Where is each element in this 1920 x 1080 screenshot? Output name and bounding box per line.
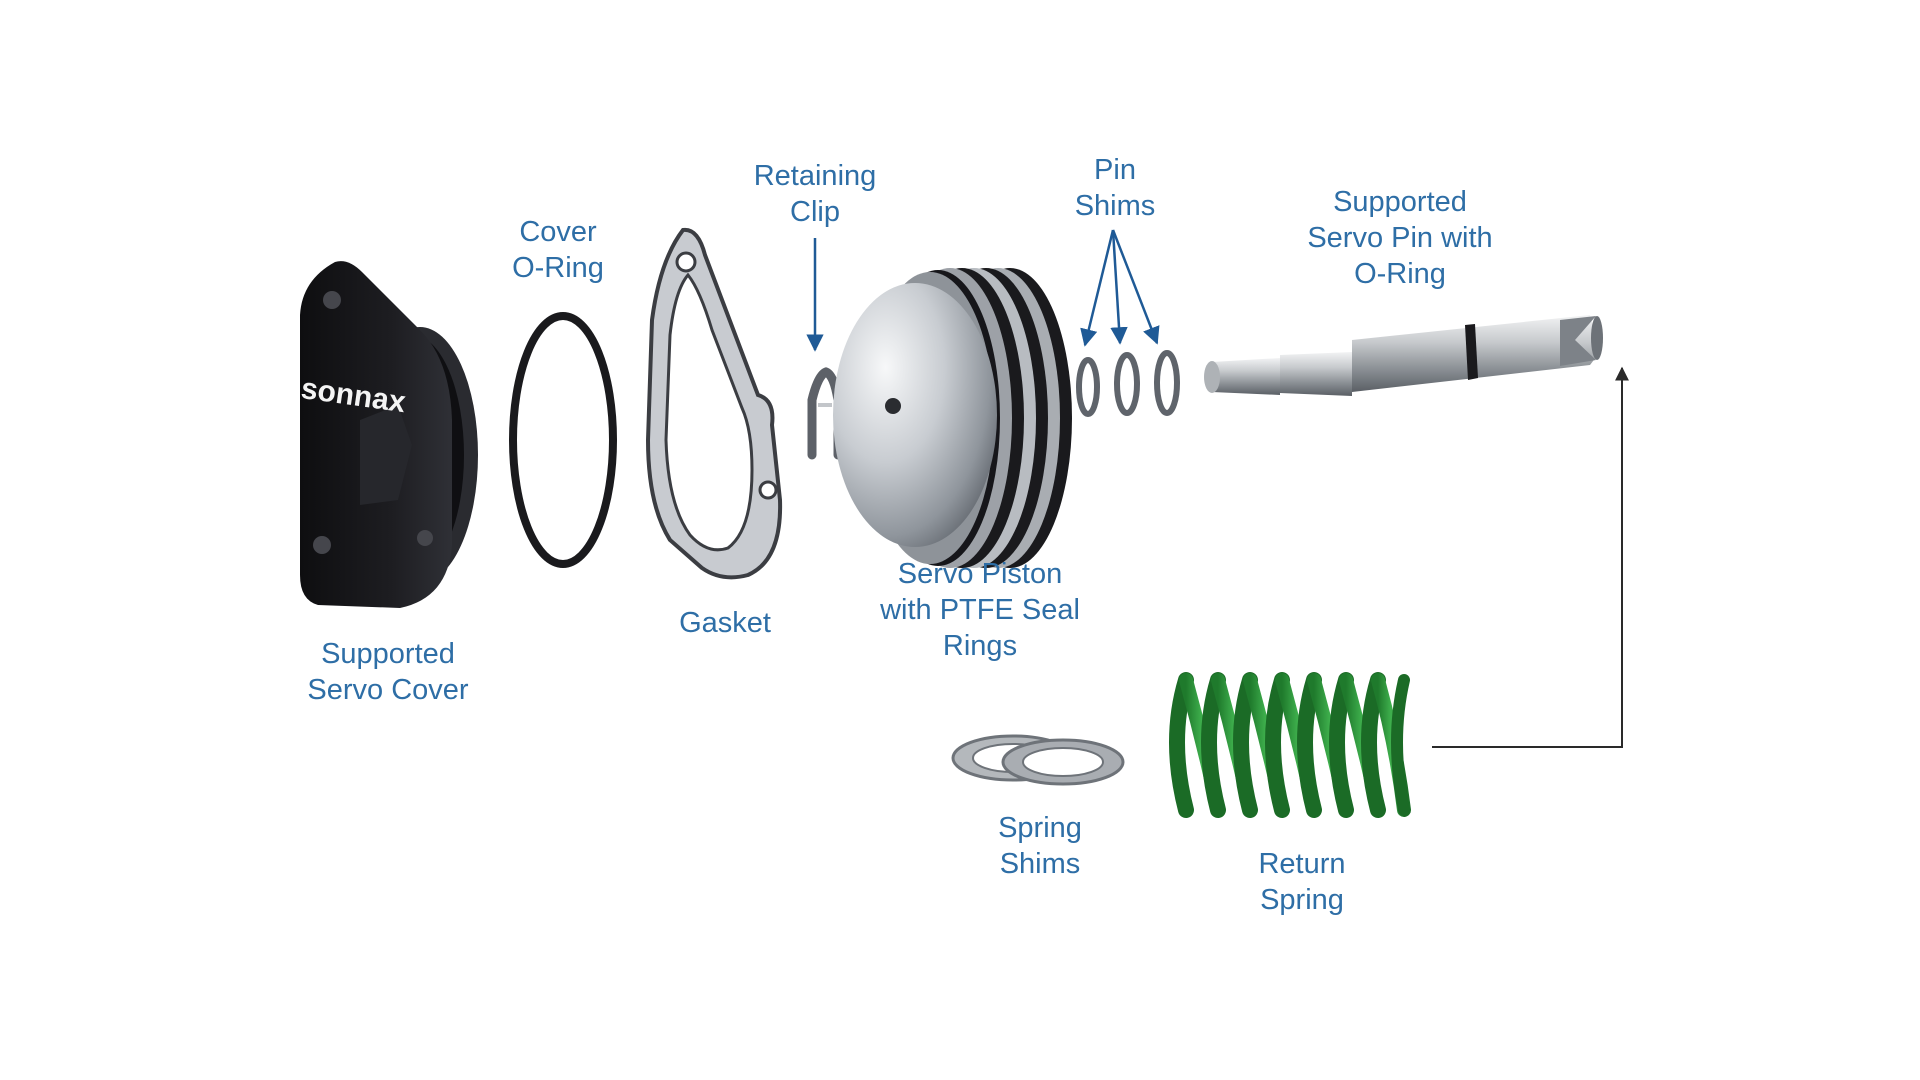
- return-spring-arrow: [1432, 366, 1629, 748]
- label-retaining-clip: Retaining Clip: [753, 160, 877, 228]
- label-pin-shims: Pin Shims: [1074, 154, 1156, 222]
- label-supported-servo-pin: Supported Servo Pin with O-Ring: [1307, 186, 1493, 290]
- servo-pin-part: [1204, 315, 1603, 396]
- spring-shims-part: [951, 734, 1125, 786]
- label-return-spring: Return Spring: [1258, 848, 1346, 916]
- pin-shim-arrow-3: [1111, 229, 1160, 345]
- label-spring-shims: Spring Shims: [998, 812, 1082, 880]
- label-supported-servo-cover: Supported Servo Cover: [307, 638, 469, 706]
- cover-oring-part: [509, 312, 617, 568]
- label-gasket: Gasket: [679, 607, 771, 639]
- pin-shims-part: [1076, 350, 1180, 417]
- label-cover-oring: Cover O-Ring: [512, 216, 604, 284]
- pin-shim-arrow-2: [1110, 229, 1128, 345]
- label-servo-piston: Servo Piston with PTFE Seal Rings: [880, 558, 1080, 662]
- servo-piston-part: [833, 268, 1072, 568]
- return-spring-part: [1169, 672, 1411, 818]
- servo-cover-part: sonnax: [299, 261, 478, 608]
- pin-shim-arrow-1: [1080, 229, 1115, 347]
